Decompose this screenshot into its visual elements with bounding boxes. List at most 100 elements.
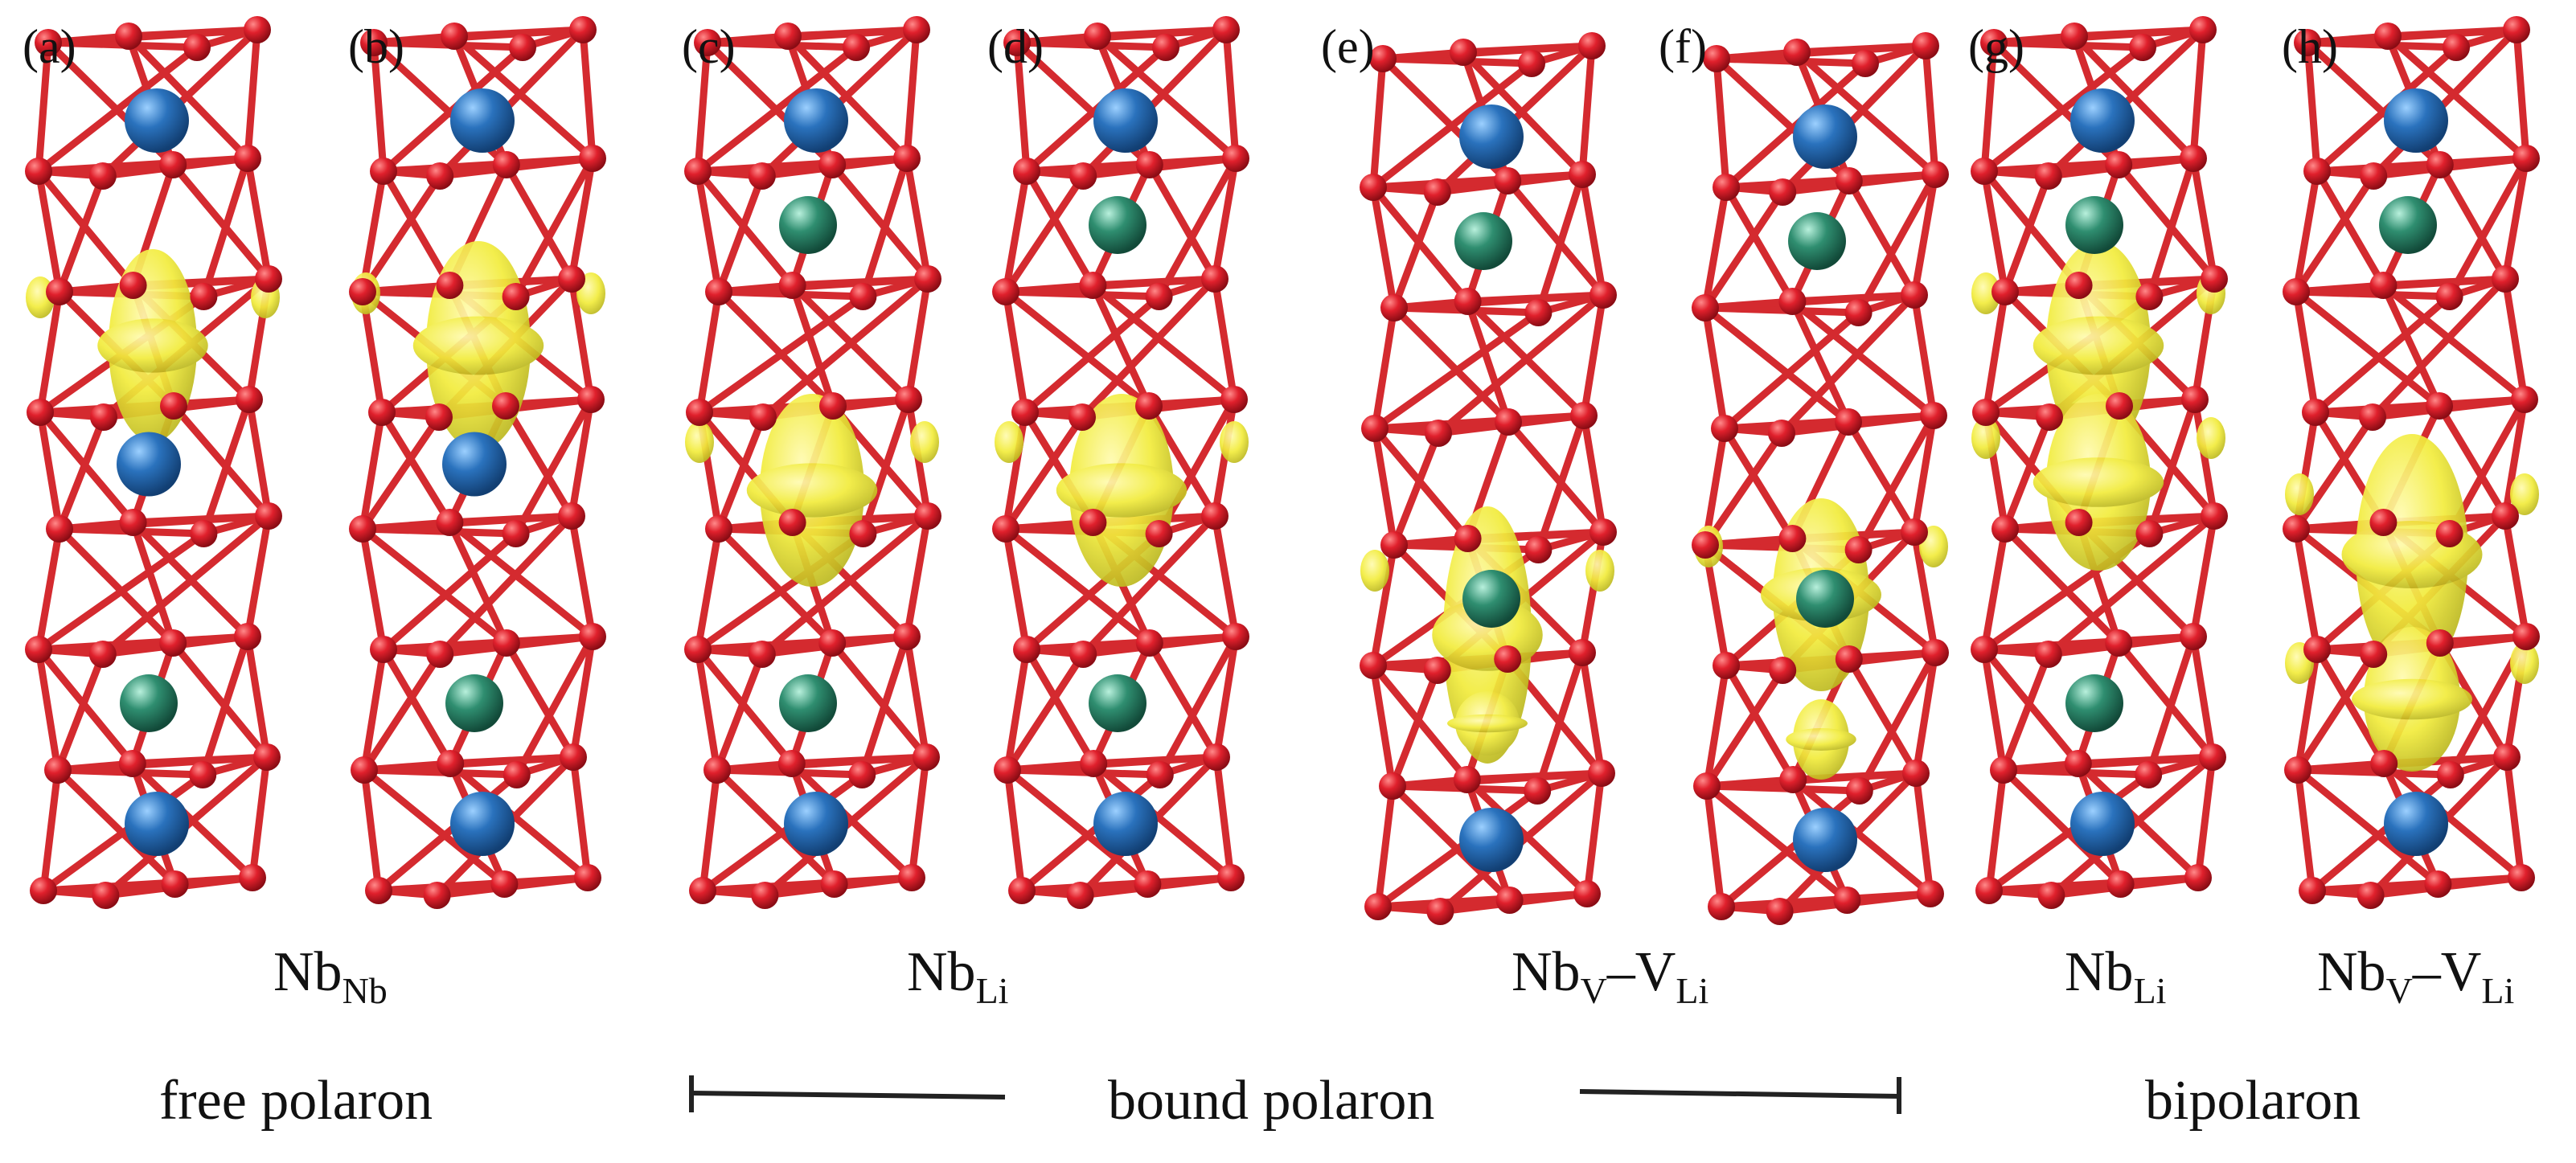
o-o-bond (1211, 275, 1238, 403)
oxygen-atom (2064, 750, 2092, 777)
oxygen-atom (2370, 750, 2398, 777)
panel-label-f: (f) (1659, 20, 1707, 73)
o-o-bond (2501, 154, 2530, 283)
oxygen-atom (848, 761, 876, 788)
o-o-bond (1845, 177, 1918, 299)
o-o-bond (569, 753, 592, 882)
o-o-bond (1002, 288, 1153, 410)
oxygen-atom (492, 392, 519, 420)
oxygen-atom (2199, 743, 2226, 771)
oxygen-atom (1573, 880, 1601, 907)
o-o-bond (2115, 161, 2218, 283)
lithium-atom (1462, 570, 1520, 628)
oxygen-atom (1079, 272, 1107, 299)
panel-label-d: (d) (987, 20, 1044, 73)
oxygen-atom (441, 23, 468, 50)
o-o-bond (903, 633, 930, 761)
o-o-bond (1583, 769, 1606, 898)
niobium-atom (2070, 88, 2135, 153)
o-o-bond (445, 512, 576, 526)
o-o-bond (1089, 281, 1153, 410)
oxygen-atom (1524, 777, 1552, 805)
oxygen-atom (1360, 174, 1387, 201)
oxygen-bond-network (1701, 42, 1939, 915)
oxygen-atom (1217, 864, 1245, 891)
o-o-bond (1721, 309, 1863, 432)
o-o-bond (1369, 541, 1398, 670)
o-o-bond (568, 512, 597, 641)
oxygen-atom (183, 34, 211, 61)
o-o-bond (859, 395, 913, 538)
o-o-bond (1703, 782, 1851, 904)
oxygen-atom (1425, 420, 1452, 447)
oxygen-atom (914, 265, 941, 293)
oxygen-atom (244, 16, 271, 43)
o-o-bond (1980, 167, 2009, 296)
o-o-bond (55, 413, 108, 533)
lithium-atom (1796, 570, 1854, 628)
o-o-bond (1701, 183, 1730, 312)
o-o-bond (39, 771, 207, 895)
oxygen-atom (818, 629, 847, 657)
o-o-bond (1534, 170, 1586, 317)
o-o-bond (502, 633, 597, 647)
o-o-bond (1778, 291, 1918, 437)
oxygen-atom (1852, 50, 1879, 77)
oxygen-atom (1080, 750, 1108, 777)
oxygen-atom (1692, 531, 1719, 559)
oxygen-atom (1135, 392, 1163, 420)
panel-label-e: (e) (1321, 20, 1375, 73)
oxygen-atom (1713, 652, 1740, 679)
o-o-bond (715, 413, 767, 533)
o-o-bond (694, 43, 860, 175)
o-o-bond (445, 518, 511, 647)
oxygen-atom (1589, 281, 1617, 309)
o-o-bond (1390, 304, 1512, 426)
o-o-bond (1143, 874, 1235, 888)
oxygen-atom (365, 877, 392, 904)
oxygen-atom (819, 392, 847, 420)
oxygen-atoms (1971, 16, 2228, 909)
o-o-bond (1003, 766, 1026, 895)
o-o-bond (446, 753, 577, 768)
oxygen-atom (1145, 283, 1173, 310)
oxygen-atom (1360, 652, 1387, 679)
o-o-bond (1002, 167, 1031, 296)
oxygen-atom (1453, 766, 1481, 793)
o-o-bond (1146, 154, 1240, 169)
o-o-bond (1023, 167, 1097, 289)
o-o-bond (35, 167, 64, 296)
o-o-bond (36, 408, 64, 533)
oxygen-atom (2426, 629, 2454, 657)
o-o-bond (359, 172, 444, 296)
o-o-bond (199, 154, 252, 301)
structure-panel-b (349, 16, 606, 909)
oxygen-atom (92, 882, 120, 909)
o-o-bond (1980, 645, 2008, 774)
o-o-bond (568, 275, 595, 403)
o-o-bond (35, 39, 52, 175)
niobium-atom (1459, 808, 1524, 872)
o-o-bond (170, 402, 273, 520)
o-o-bond (2379, 281, 2443, 410)
oxygen-atom (893, 623, 921, 650)
o-o-bond (1713, 55, 1730, 191)
o-o-bond (828, 161, 932, 283)
o-o-bond (55, 172, 107, 296)
oxygen-atom (2492, 265, 2519, 293)
o-o-bond (55, 525, 177, 647)
oxygen-atom (90, 403, 117, 431)
o-o-bond (2435, 402, 2509, 520)
oxygen-atom (502, 761, 531, 788)
o-o-bond (858, 633, 911, 779)
structure-panel-a (25, 16, 282, 909)
o-o-bond (1374, 782, 1397, 911)
oxygen-atom (2106, 870, 2135, 898)
o-o-bond (360, 766, 508, 888)
oxygen-atom (35, 29, 62, 56)
o-o-bond (1212, 633, 1240, 761)
oxygen-atom (893, 145, 921, 172)
o-o-bond (1369, 59, 1536, 191)
structure-panel-d (992, 16, 1249, 909)
oxygen-atom (2105, 629, 2133, 657)
